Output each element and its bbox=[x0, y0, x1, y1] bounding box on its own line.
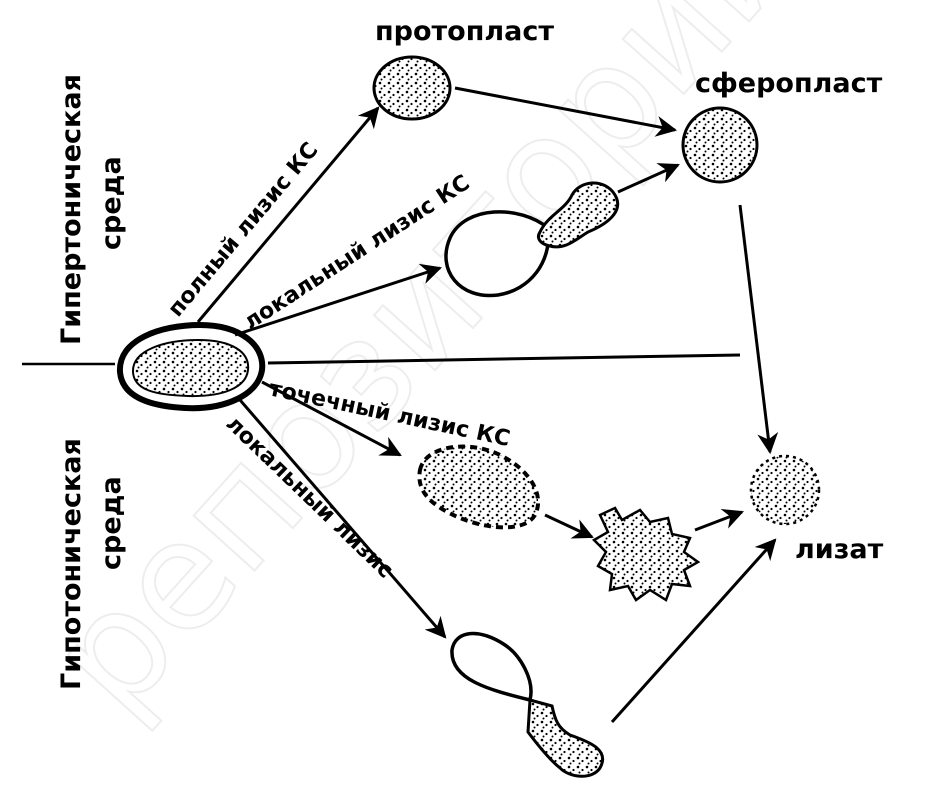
point-lysis-shape bbox=[419, 447, 538, 528]
extruding-protoplast bbox=[528, 700, 603, 776]
lysate-label: лизат bbox=[795, 534, 884, 565]
local-lysis-empty-wall bbox=[452, 634, 531, 700]
point-lysis-cell bbox=[419, 447, 538, 528]
hypotonic-label-line2: среда bbox=[96, 476, 127, 570]
bacterial-cell bbox=[120, 325, 262, 408]
hypertonic-label-line2: среда bbox=[96, 156, 127, 250]
spiky-cell-shape bbox=[594, 508, 698, 600]
local-lysis-cell bbox=[452, 634, 603, 777]
lysate-core bbox=[761, 466, 809, 514]
arrow-spheroplast-to-lysate bbox=[740, 205, 770, 452]
spheroplast: сферопласт bbox=[683, 68, 883, 182]
spiky-cell bbox=[594, 508, 698, 600]
hypotonic-label-line1: Гипотоническая bbox=[56, 438, 87, 690]
spheroplast-shape bbox=[683, 108, 757, 182]
protoplast-shape bbox=[374, 57, 450, 119]
hypertonic-label-line1: Гипертоническая bbox=[56, 74, 87, 345]
spheroplast-label: сферопласт bbox=[695, 68, 883, 99]
lysate: лизат bbox=[751, 456, 884, 565]
arrow-spiky-to-lysate bbox=[695, 512, 742, 530]
protoplast-label: протопласт bbox=[375, 16, 554, 47]
arrow-to-spiky bbox=[545, 515, 592, 537]
cytoplasm bbox=[133, 340, 248, 396]
